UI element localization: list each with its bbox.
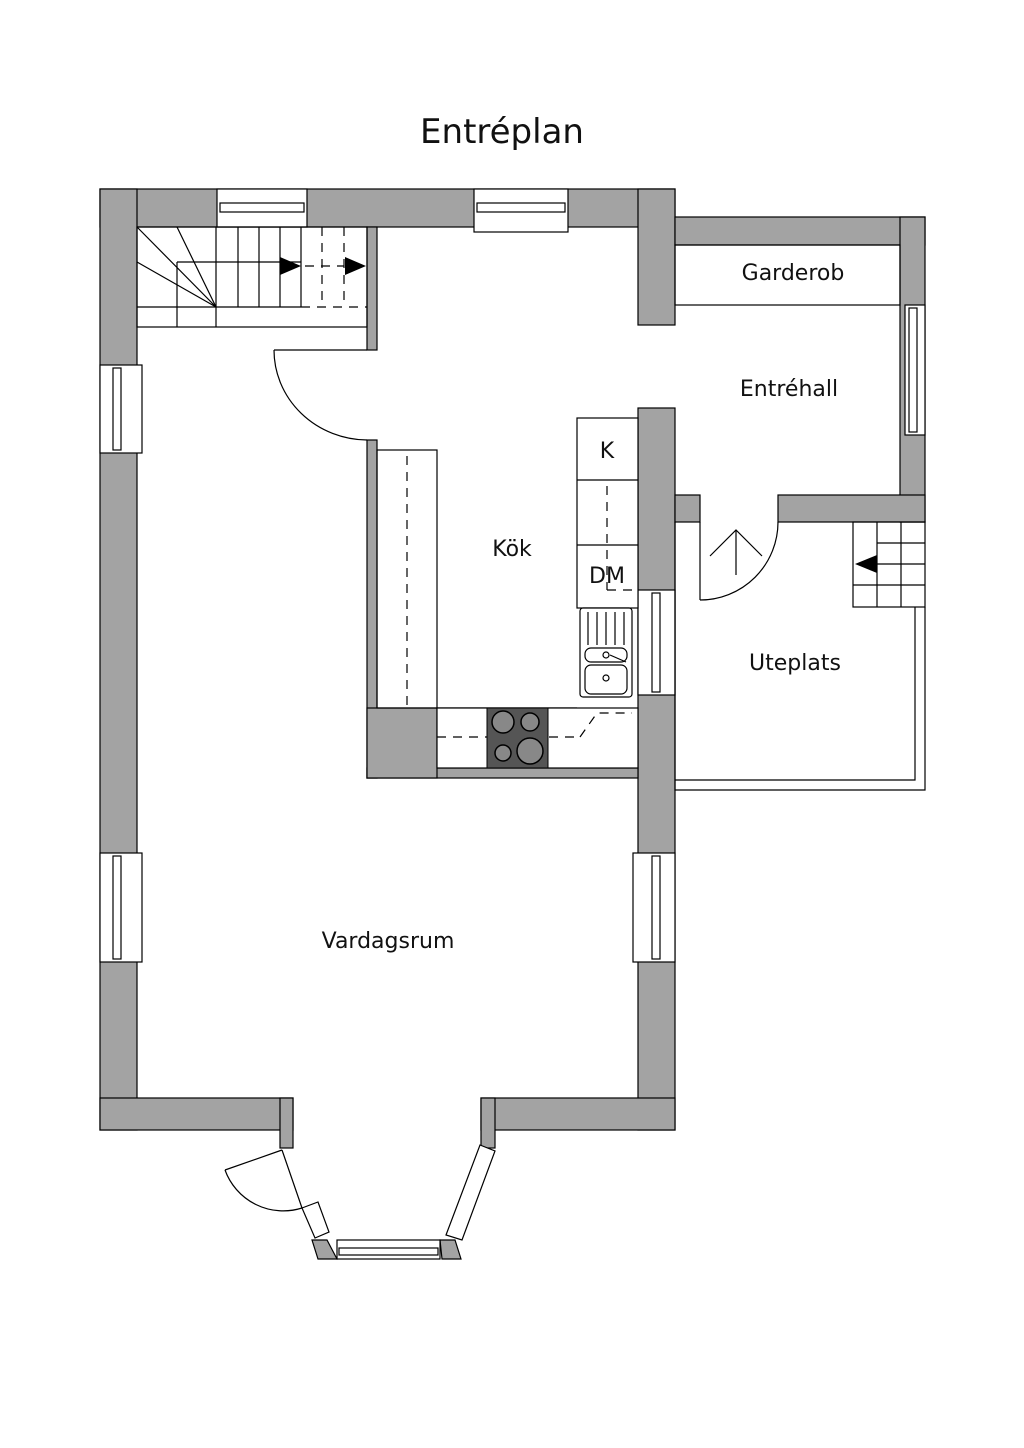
windows [99, 188, 926, 1260]
room-label-kok: Kök [492, 537, 532, 562]
stair-arrow-icon [345, 257, 366, 275]
kitchen [376, 417, 639, 769]
plan-title: Entréplan [420, 112, 584, 152]
room-label-vardagsrum: Vardagsrum [322, 929, 455, 954]
room-labels: Garderob Entréhall Kök K DM Uteplats Var… [322, 261, 845, 954]
staircase-main [136, 226, 368, 328]
arrow-up-icon [709, 529, 763, 557]
stair-arrow-icon [855, 555, 877, 573]
entrance-door [699, 521, 779, 601]
appliance-label-dishwasher: DM [589, 564, 625, 589]
sink-icon [579, 607, 633, 698]
room-label-entrehall: Entréhall [740, 377, 838, 402]
room-label-uteplats: Uteplats [749, 651, 841, 676]
stove-icon [486, 707, 549, 769]
bay-door [224, 1149, 303, 1212]
terrace [674, 521, 926, 791]
door-stair [273, 349, 368, 441]
walls [99, 188, 926, 1260]
stair-arrow-icon [280, 257, 301, 275]
appliance-label-fridge: K [600, 439, 615, 464]
garderob-closet [674, 244, 901, 306]
room-label-garderob: Garderob [742, 261, 845, 286]
